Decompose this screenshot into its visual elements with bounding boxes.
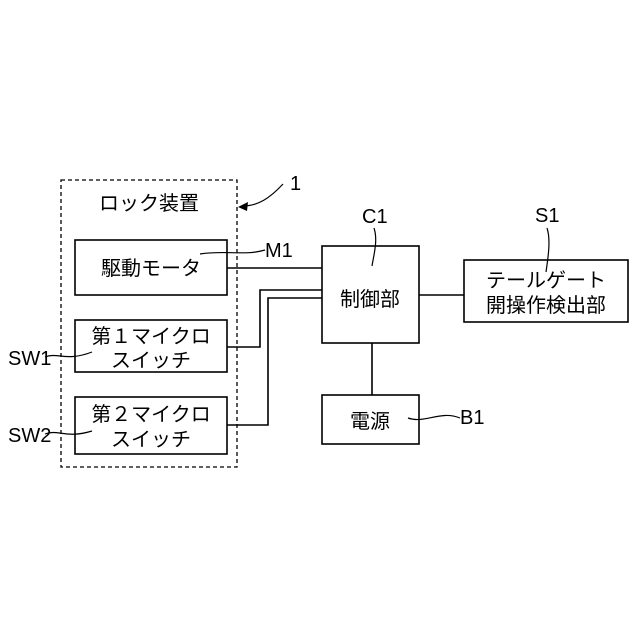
tailgate-detector-line2: 開操作検出部: [486, 293, 606, 317]
micro-switch-2-line2: スイッチ: [111, 427, 191, 451]
lock-device-ref-arrowhead: [238, 202, 248, 211]
drive-motor-label: 駆動モータ: [101, 256, 201, 280]
lock-device-ref-leader: [243, 184, 283, 206]
micro-switch-1-line2: スイッチ: [111, 348, 191, 372]
power-supply-label: 電源: [350, 409, 390, 433]
tailgate-detector-ref: S1: [535, 205, 559, 227]
micro-switch-1-line1: 第１マイクロ: [91, 324, 211, 348]
micro-switch-1-ref: SW1: [8, 348, 51, 370]
micro-switch-2-line1: 第２マイクロ: [91, 402, 211, 426]
switch2-to-control-line: [227, 298, 322, 425]
micro-switch-2-ref: SW2: [8, 425, 51, 447]
control-unit-ref: C1: [362, 206, 388, 228]
control-unit-label: 制御部: [340, 287, 400, 311]
drive-motor-ref: M1: [265, 240, 293, 262]
power-supply-ref: B1: [460, 407, 484, 429]
lock-device-title: ロック装置: [99, 191, 199, 215]
lock-device-ref: 1: [290, 173, 301, 195]
